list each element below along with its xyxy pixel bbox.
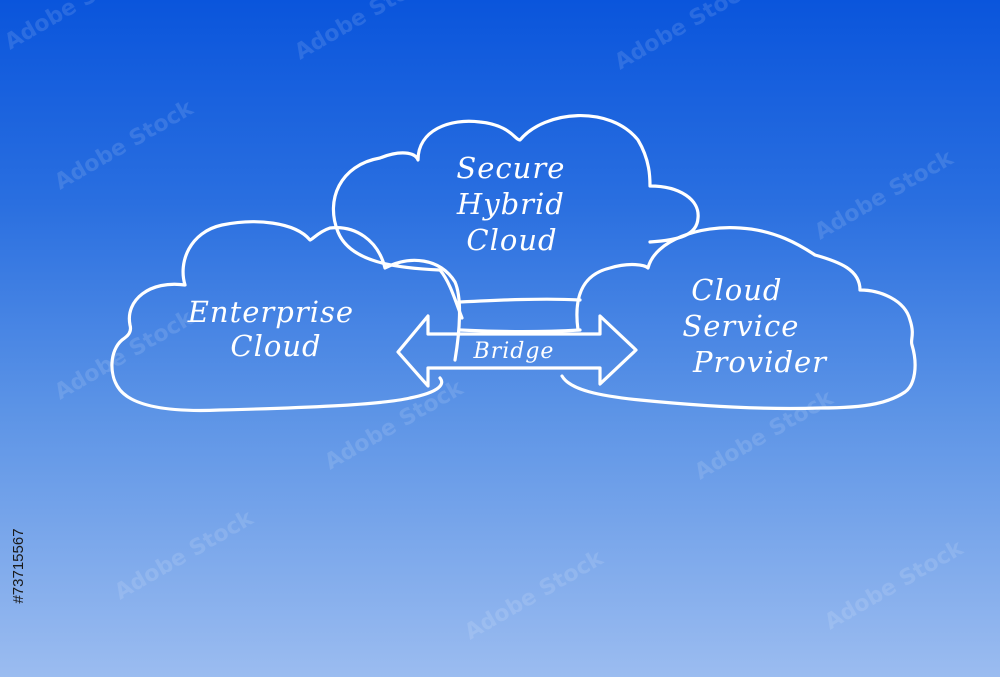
top-cloud-label: Secure Hybrid Cloud: [456, 151, 576, 257]
bridge-connector-top: [458, 297, 582, 304]
watermark-11: Adobe Stock: [821, 535, 969, 635]
right-cloud-line-3: Provider: [692, 345, 828, 379]
watermark-8: Adobe Stock: [691, 385, 839, 485]
top-cloud-line-3: Cloud: [466, 223, 557, 257]
watermark-10: Adobe Stock: [461, 545, 609, 645]
top-cloud-line-2: Hybrid: [456, 187, 565, 221]
left-cloud-line-2: Cloud: [230, 329, 321, 363]
watermark-9: Adobe Stock: [111, 505, 259, 605]
watermark-6: Adobe Stock: [51, 305, 199, 405]
top-cloud-line-1: Secure: [456, 151, 565, 185]
watermark-1: Adobe Stock: [1, 0, 149, 55]
bridge-connector-bottom: [458, 328, 582, 334]
top-cloud-outline: [331, 114, 700, 320]
bridge-label: Bridge: [473, 339, 555, 364]
watermark-3: Adobe Stock: [611, 0, 759, 75]
watermark-2: Adobe Stock: [291, 0, 439, 65]
left-cloud-label: Enterprise Cloud: [187, 295, 365, 363]
left-cloud-outline: [110, 220, 462, 413]
watermark-4: Adobe Stock: [51, 95, 199, 195]
right-cloud-outline: [560, 226, 917, 411]
right-cloud-line-2: Service: [682, 309, 799, 343]
right-cloud-label: Cloud Service Provider: [682, 273, 828, 379]
right-cloud-line-1: Cloud: [691, 273, 782, 307]
left-cloud-line-1: Enterprise: [187, 295, 354, 329]
stock-id-text: #73715567: [10, 528, 27, 603]
watermark-7: Adobe Stock: [321, 375, 469, 475]
stock-id-strip: #73715567: [10, 528, 27, 603]
watermark-5: Adobe Stock: [811, 145, 959, 245]
watermark-layer: Adobe Stock Adobe Stock Adobe Stock Adob…: [1, 0, 969, 645]
bridge-arrow: [396, 314, 638, 388]
